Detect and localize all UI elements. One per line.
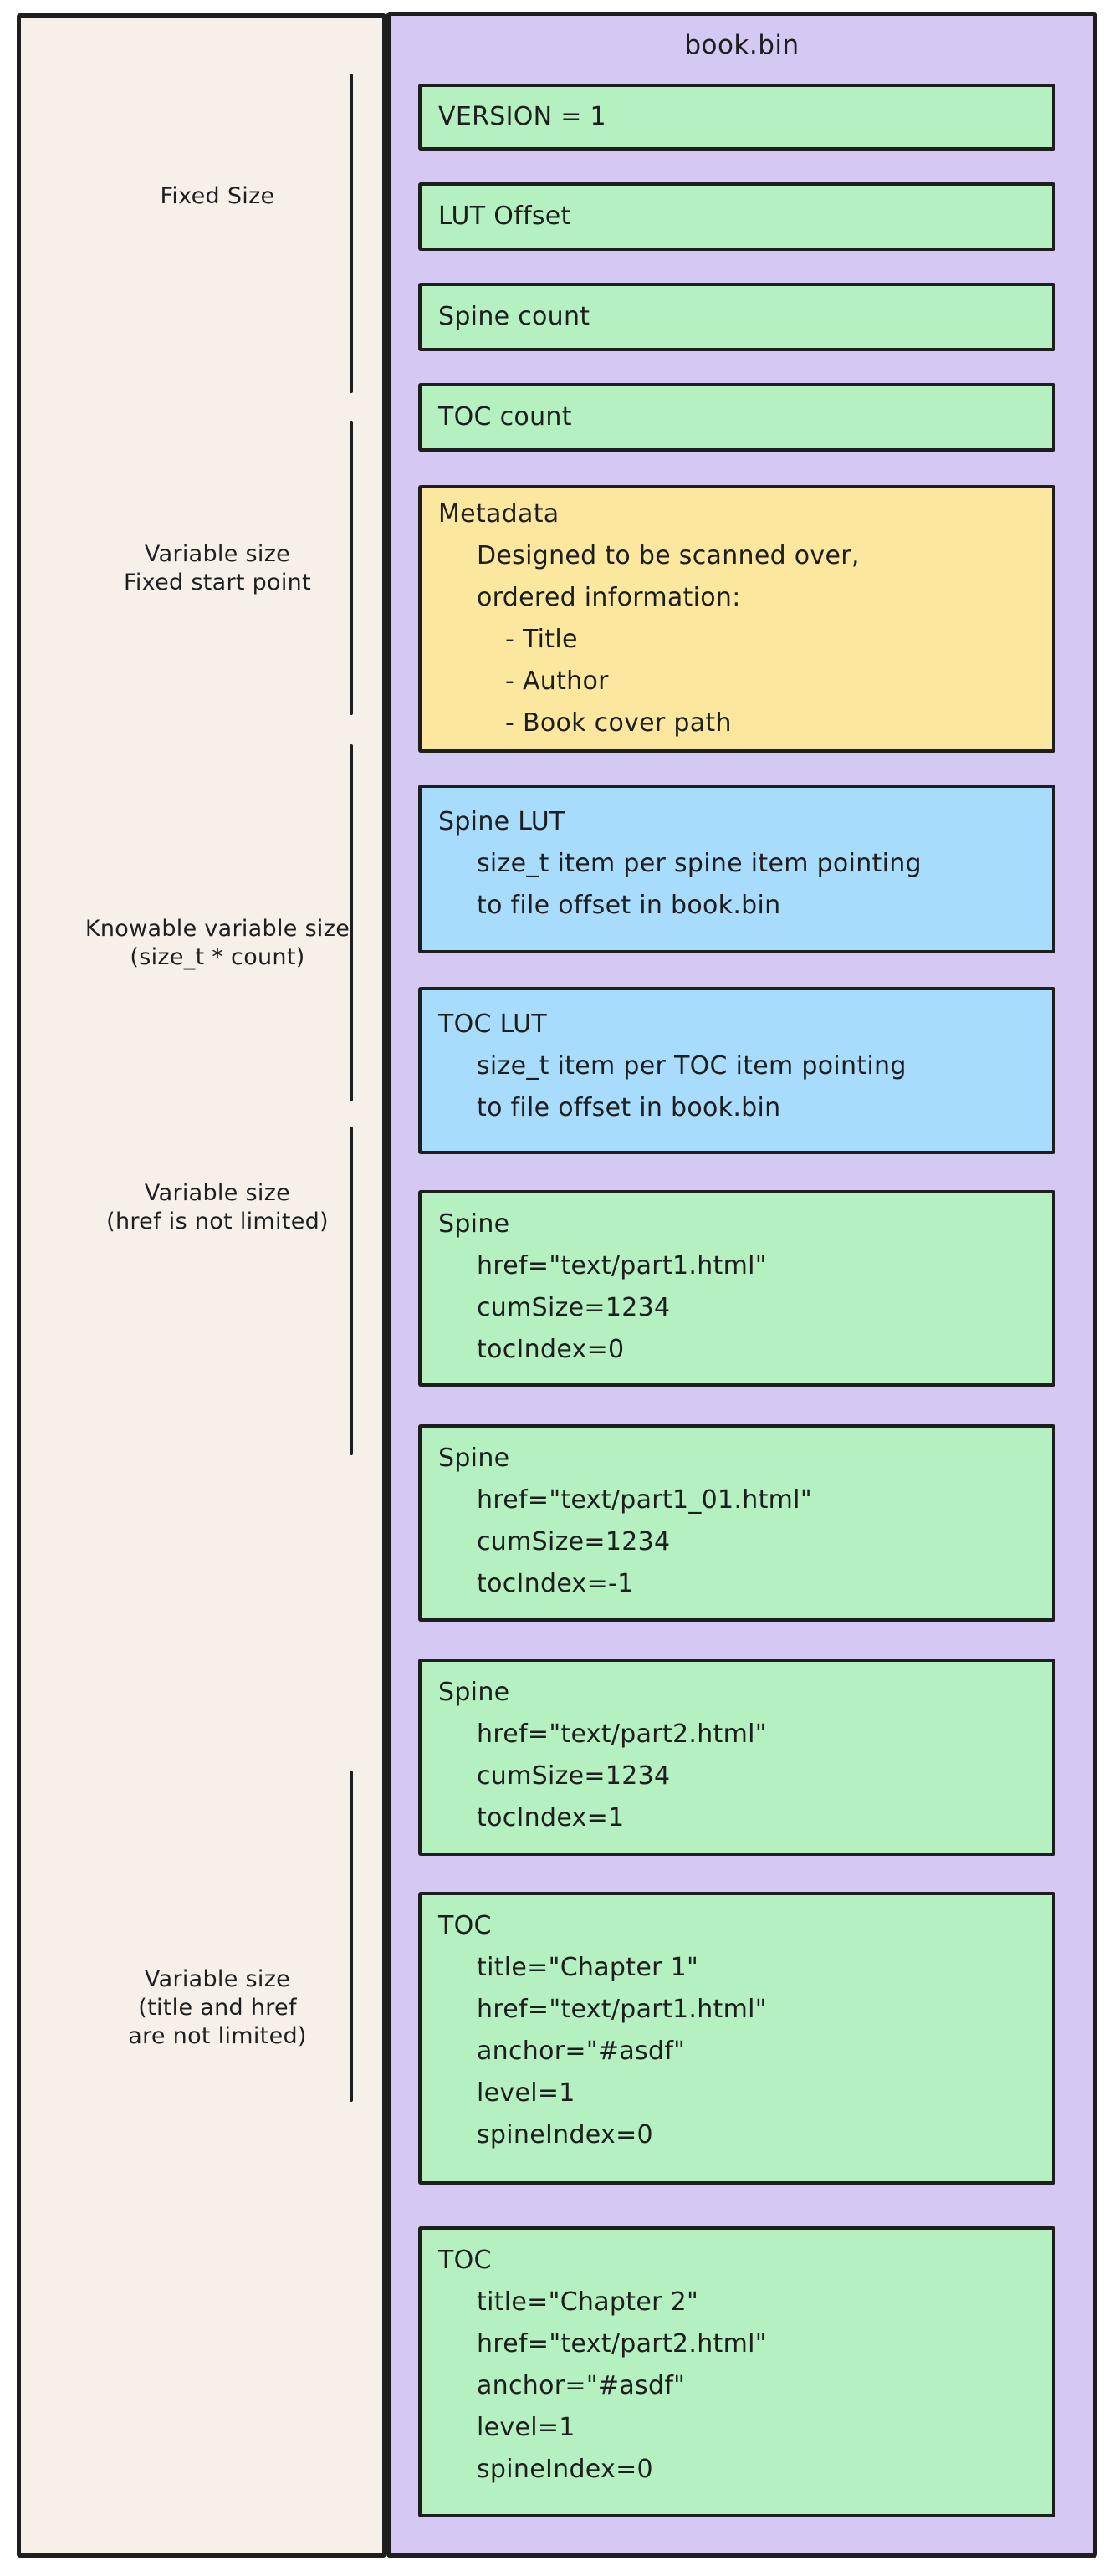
label-line: Variable size: [144, 1180, 291, 1206]
box-spine-1: Spine href="text/part1.html" cumSize=123…: [418, 1190, 1055, 1387]
box-metadata: Metadata Designed to be scanned over, or…: [418, 485, 1055, 753]
label-line: Knowable variable size: [84, 916, 350, 942]
box-line: spineIndex=0: [477, 2455, 653, 2484]
box-lut-offset: LUT Offset: [418, 182, 1055, 251]
box-line: cumSize=1234: [477, 1293, 671, 1322]
label-variable-fixed-start: Variable size Fixed start point: [59, 540, 376, 597]
label-variable-title-href: Variable size (title and href are not li…: [59, 1965, 376, 2051]
box-line: level=1: [477, 2413, 575, 2442]
box-line: Spine: [438, 1209, 510, 1239]
box-line: Metadata: [438, 499, 560, 529]
box-line: level=1: [477, 2078, 575, 2108]
box-line: VERSION = 1: [438, 102, 606, 131]
box-line: tocIndex=1: [477, 1803, 625, 1832]
box-line: tocIndex=-1: [477, 1569, 634, 1598]
box-line: TOC: [438, 1911, 492, 1940]
label-line: (title and href: [138, 1995, 297, 2021]
box-spine-2: Spine href="text/part1_01.html" cumSize=…: [418, 1424, 1055, 1622]
box-line: href="text/part2.html": [477, 2329, 767, 2359]
box-line: cumSize=1234: [477, 1761, 671, 1791]
box-spine-lut: Spine LUT size_t item per spine item poi…: [418, 785, 1055, 953]
box-line: anchor="#asdf": [477, 2037, 686, 2066]
box-line: TOC LUT: [438, 1009, 548, 1039]
box-line: size_t item per spine item pointing: [477, 849, 922, 878]
bracket-variable-title-href: [350, 1771, 353, 2102]
box-line: Spine count: [438, 302, 590, 331]
bracket-variable-fixed-start: [350, 421, 353, 715]
label-line: are not limited): [128, 2023, 307, 2049]
box-line: title="Chapter 1": [477, 1953, 699, 1982]
box-spine-count: Spine count: [418, 283, 1055, 351]
label-line: Variable size: [144, 541, 291, 567]
box-line: spineIndex=0: [477, 2120, 653, 2149]
box-line: - Title: [505, 625, 578, 654]
box-toc-2: TOC title="Chapter 2" href="text/part2.h…: [418, 2226, 1055, 2517]
box-spine-3: Spine href="text/part2.html" cumSize=123…: [418, 1659, 1055, 1856]
label-line: Fixed start point: [124, 570, 311, 595]
bracket-variable-href: [350, 1127, 353, 1455]
box-line: tocIndex=0: [477, 1335, 625, 1364]
box-line: - Author: [505, 667, 609, 696]
box-toc-lut: TOC LUT size_t item per TOC item pointin…: [418, 987, 1055, 1154]
box-line: Spine: [438, 1444, 510, 1473]
box-line: href="text/part2.html": [477, 1720, 767, 1749]
box-line: Designed to be scanned over,: [477, 541, 860, 570]
bracket-knowable-variable: [350, 744, 353, 1101]
box-version: VERSION = 1: [418, 84, 1055, 151]
box-line: Spine LUT: [438, 807, 565, 836]
box-line: ordered information:: [477, 583, 741, 612]
annotation-panel: [17, 13, 386, 2558]
box-line: title="Chapter 2": [477, 2287, 699, 2317]
box-line: size_t item per TOC item pointing: [477, 1051, 907, 1081]
bracket-fixed-size: [350, 74, 353, 393]
label-line: Fixed Size: [160, 183, 275, 209]
box-line: anchor="#asdf": [477, 2371, 686, 2400]
file-title: book.bin: [684, 30, 800, 60]
label-knowable-variable: Knowable variable size (size_t * count): [59, 915, 376, 972]
label-variable-href: Variable size (href is not limited): [59, 1179, 376, 1236]
box-line: href="text/part1.html": [477, 1995, 767, 2024]
box-line: href="text/part1.html": [477, 1251, 767, 1280]
box-line: TOC: [438, 2246, 492, 2275]
box-line: to file offset in book.bin: [477, 1093, 781, 1122]
box-toc-1: TOC title="Chapter 1" href="text/part1.h…: [418, 1892, 1055, 2185]
box-line: TOC count: [438, 402, 572, 432]
box-line: LUT Offset: [438, 202, 571, 231]
box-line: - Book cover path: [505, 708, 732, 738]
box-line: href="text/part1_01.html": [477, 1485, 812, 1515]
label-line: (href is not limited): [106, 1209, 329, 1234]
box-toc-count: TOC count: [418, 383, 1055, 452]
box-line: to file offset in book.bin: [477, 891, 781, 920]
label-line: Variable size: [144, 1966, 291, 1992]
box-line: cumSize=1234: [477, 1527, 671, 1556]
box-line: Spine: [438, 1678, 510, 1707]
label-line: (size_t * count): [130, 944, 305, 970]
label-fixed-size: Fixed Size: [59, 182, 376, 211]
